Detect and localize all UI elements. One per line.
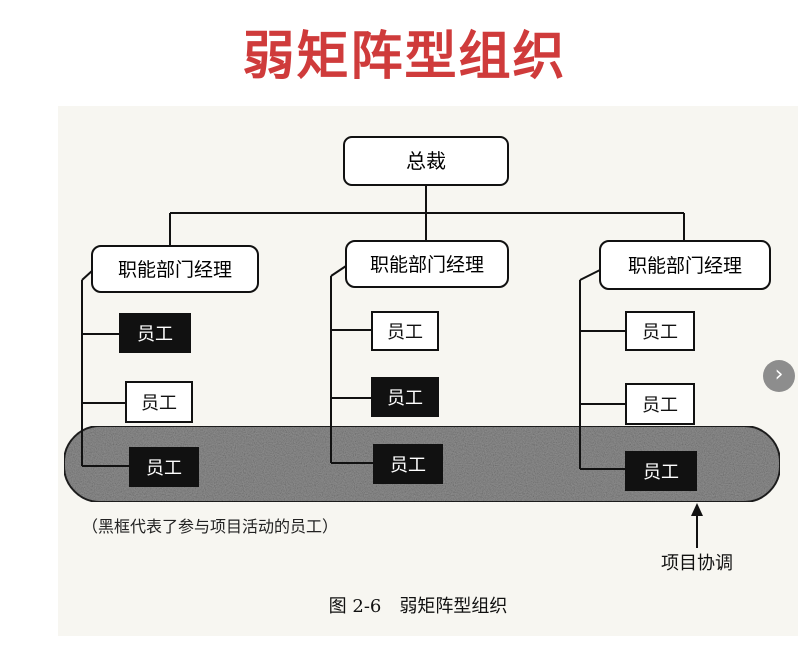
legend-note: （黑框代表了参与项目活动的员工）: [82, 517, 338, 536]
scanned-figure-background: [58, 106, 798, 636]
employee-node: 员工: [371, 311, 439, 351]
employee-node: 员工: [625, 451, 697, 491]
manager-node: 职能部门经理: [345, 240, 509, 288]
up-arrow-icon: [691, 503, 703, 548]
manager-label: 职能部门经理: [370, 254, 484, 276]
manager-node: 职能部门经理: [599, 240, 771, 290]
employee-label: 员工: [146, 458, 182, 479]
employee-label: 员工: [387, 322, 423, 343]
employee-node: 员工: [373, 444, 443, 484]
chevron-right-icon: ›: [774, 362, 784, 387]
employee-label: 员工: [642, 395, 678, 416]
employee-label: 员工: [387, 388, 423, 409]
manager-label: 职能部门经理: [118, 259, 232, 281]
arrow-label: 项目协调: [661, 553, 733, 574]
ceo-label: 总裁: [406, 149, 446, 173]
figure-caption: 图 2-6 弱矩阵型组织: [329, 596, 508, 617]
employee-node: 员工: [129, 447, 199, 487]
manager-node: 职能部门经理: [91, 245, 259, 293]
employee-node: 员工: [625, 383, 695, 425]
page-title: 弱矩阵型组织: [242, 27, 567, 87]
ceo-node: 总裁: [343, 136, 509, 186]
manager-label: 职能部门经理: [628, 255, 742, 277]
employee-node: 员工: [371, 377, 439, 417]
employee-label: 员工: [642, 322, 678, 343]
employee-label: 员工: [137, 324, 173, 345]
employee-label: 员工: [643, 462, 679, 483]
connector-lines: [81, 185, 685, 470]
employee-label: 员工: [390, 455, 426, 476]
next-button[interactable]: ›: [763, 360, 795, 392]
employee-label: 员工: [141, 393, 177, 414]
employee-node: 员工: [625, 311, 695, 351]
employee-node: 员工: [125, 381, 193, 423]
employee-node: 员工: [119, 313, 191, 353]
